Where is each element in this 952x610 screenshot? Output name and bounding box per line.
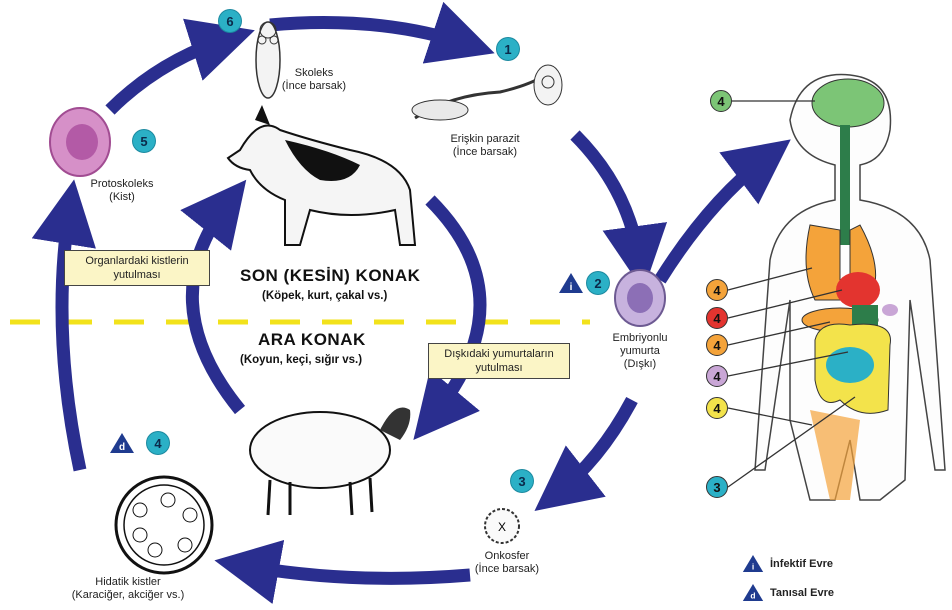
arrow-egg-to-human bbox=[660, 155, 770, 280]
arrow-4-to-5 bbox=[62, 205, 80, 470]
stage-3-label: Onkosfer (İnce barsak) bbox=[452, 550, 562, 576]
adult-parasite-illustration bbox=[412, 65, 562, 120]
stage-6-label: Skoleks (İnce barsak) bbox=[252, 67, 376, 93]
human-marker-intestine: 3 bbox=[706, 476, 728, 498]
svg-text:X: X bbox=[498, 520, 506, 534]
human-figure-illustration bbox=[755, 75, 945, 500]
stage-5-label: Protoskoleks (Kist) bbox=[72, 178, 172, 204]
human-marker-bone: 4 bbox=[706, 397, 728, 419]
arrow-5-to-6 bbox=[110, 38, 230, 110]
legend-diagnostic: d Tanısal Evre bbox=[742, 583, 834, 602]
svg-text:d: d bbox=[750, 590, 755, 600]
legend-infective-label: İnfektif Evre bbox=[770, 558, 833, 570]
embryonated-egg-illustration bbox=[615, 270, 665, 326]
stage-4-number-badge: 4 bbox=[147, 432, 169, 454]
stage-1-label: Erişkin parazit (İnce barsak) bbox=[420, 133, 550, 159]
legend-diagnostic-icon: d bbox=[742, 583, 764, 602]
arrow-2-to-3 bbox=[555, 400, 632, 495]
human-marker-lung: 4 bbox=[706, 279, 728, 301]
arrow-dog-to-sheep bbox=[430, 200, 480, 420]
stage-5-number-badge: 5 bbox=[133, 130, 155, 152]
svg-text:d: d bbox=[119, 442, 125, 453]
svg-text:i: i bbox=[570, 282, 573, 293]
stage-2-label: Embriyonlu yumurta (Dışkı) bbox=[600, 332, 680, 371]
human-marker-liver: 4 bbox=[706, 334, 728, 356]
stage-3-number-badge: 3 bbox=[511, 470, 533, 492]
human-marker-brain: 4 bbox=[710, 90, 732, 112]
arrow-sheep-to-dog bbox=[192, 200, 240, 410]
legend-infective-icon: i bbox=[742, 554, 764, 573]
arrow-1-to-2 bbox=[575, 135, 640, 265]
organ-cysts-ingestion-box: Organlardaki kistlerin yutulması bbox=[64, 250, 210, 286]
intermediate-host-title: ARA KONAK bbox=[258, 330, 366, 350]
human-marker-kidney: 4 bbox=[706, 365, 728, 387]
human-marker-heart: 4 bbox=[706, 307, 728, 329]
stage-6-number-badge: 6 bbox=[219, 10, 241, 32]
sheep-illustration bbox=[250, 408, 410, 516]
stage-4-label: Hidatik kistler (Karaciğer, akciğer vs.) bbox=[38, 576, 218, 602]
svg-text:i: i bbox=[752, 561, 754, 571]
definitive-host-examples: (Köpek, kurt, çakal vs.) bbox=[262, 290, 387, 302]
definitive-host-title: SON (KESİN) KONAK bbox=[240, 266, 420, 286]
feces-eggs-ingestion-box: Dışkıdaki yumurtaların yutulması bbox=[428, 343, 570, 379]
legend-infective: i İnfektif Evre bbox=[742, 554, 833, 573]
hydatid-cyst-illustration bbox=[116, 477, 212, 573]
dog-illustration bbox=[228, 105, 415, 245]
arrow-6-to-1 bbox=[270, 23, 470, 46]
stage-2-number-badge: 2 bbox=[587, 272, 609, 294]
intermediate-host-examples: (Koyun, keçi, sığır vs.) bbox=[240, 354, 362, 366]
stage-2-infective-symbol: i bbox=[558, 272, 584, 294]
legend-diagnostic-label: Tanısal Evre bbox=[770, 587, 834, 599]
stage-1-number-badge: 1 bbox=[497, 38, 519, 60]
oncosphere-illustration: X bbox=[485, 509, 519, 543]
stage-4-diagnostic-symbol: d bbox=[109, 432, 135, 454]
arrow-3-to-4 bbox=[240, 565, 470, 578]
protoscolex-illustration bbox=[50, 108, 110, 176]
